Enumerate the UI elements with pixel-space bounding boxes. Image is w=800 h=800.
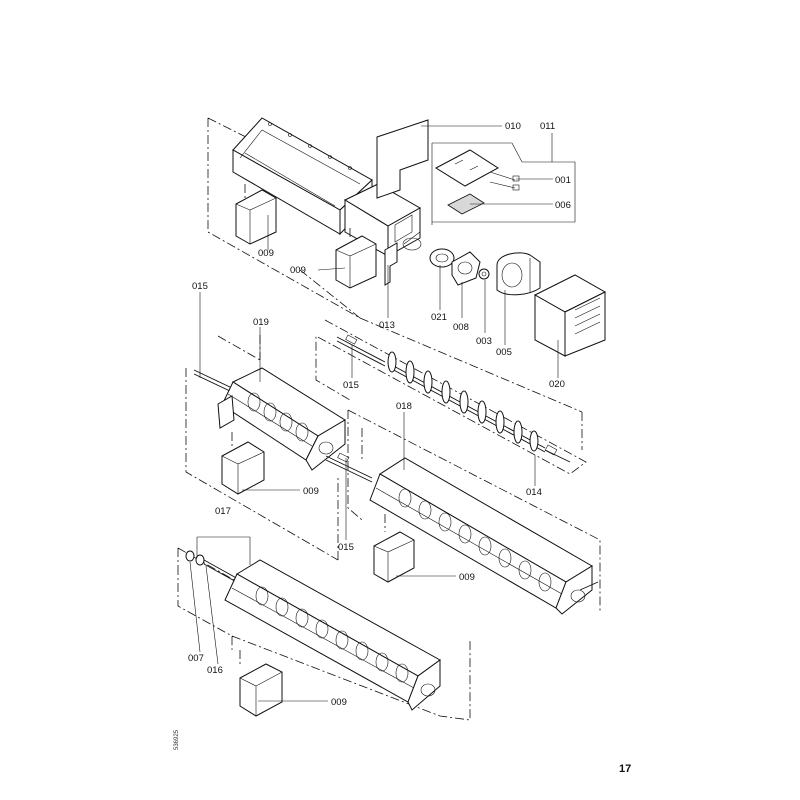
callout-016: 016 xyxy=(207,665,223,676)
callout-001: 001 xyxy=(555,175,571,186)
callout-003: 003 xyxy=(476,336,492,347)
page-number: 17 xyxy=(619,763,631,775)
callout-013: 013 xyxy=(379,320,395,331)
callout-009-section-019: 009 xyxy=(303,486,319,497)
callout-009-section-017: 009 xyxy=(331,697,347,708)
trough-section-018 xyxy=(325,409,601,615)
callout-007: 007 xyxy=(188,653,204,664)
drawing-reference: 536925 xyxy=(174,729,180,750)
trough-section-019 xyxy=(185,335,346,561)
callout-015-bottom: 015 xyxy=(338,542,354,553)
callout-005: 005 xyxy=(496,347,512,358)
callout-011: 011 xyxy=(540,121,555,132)
callout-019: 019 xyxy=(253,317,269,328)
auger-screw xyxy=(315,319,587,475)
callout-015-top: 015 xyxy=(192,281,208,292)
callout-014: 014 xyxy=(526,487,542,498)
callout-009-section-018: 009 xyxy=(459,572,475,583)
callout-020: 020 xyxy=(549,379,565,390)
trough-section-017 xyxy=(177,547,471,721)
callout-labels: 010 011 001 006 009 009 013 021 008 003 … xyxy=(188,121,571,708)
callout-008: 008 xyxy=(453,322,469,333)
callout-010: 010 xyxy=(505,121,521,132)
callout-021: 021 xyxy=(431,312,447,323)
callout-018: 018 xyxy=(396,401,412,412)
callout-009-top-right: 009 xyxy=(290,265,306,276)
top-assembly xyxy=(207,117,607,450)
callout-015-middle: 015 xyxy=(343,380,359,391)
callout-017: 017 xyxy=(215,506,231,517)
callout-006: 006 xyxy=(555,200,571,211)
leader-lines xyxy=(189,125,559,702)
callout-009-top-left: 009 xyxy=(258,248,274,259)
